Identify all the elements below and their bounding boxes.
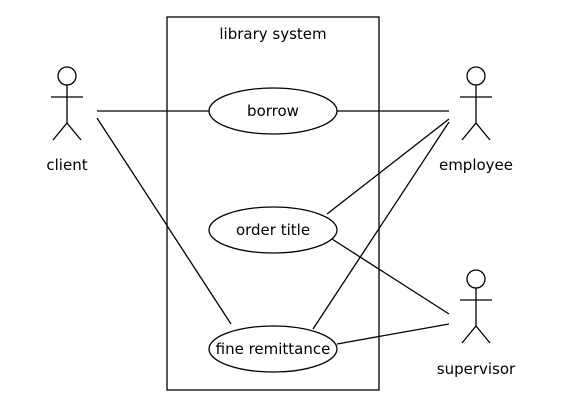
- association-employee-order-title: [326, 118, 450, 215]
- use-case-order-title: order title: [208, 206, 338, 254]
- association-supervisor-order-title: [331, 238, 450, 315]
- stick-figure-icon: [51, 66, 83, 141]
- use-case-label: order title: [236, 221, 310, 239]
- associations: [96, 110, 450, 345]
- stick-figure-icon: [460, 66, 492, 141]
- use-case-label: borrow: [247, 102, 299, 120]
- use-case-label: fine remittance: [216, 340, 331, 358]
- stick-figure-icon: [460, 269, 492, 344]
- use-case-fine-remittance: fine remittance: [208, 325, 338, 373]
- association-client-fine-remittance: [96, 117, 232, 325]
- actor-employee: employee: [439, 66, 513, 174]
- system-boundary: library system: [166, 16, 380, 391]
- actor-client: client: [46, 66, 88, 174]
- use-case-borrow: borrow: [208, 87, 338, 135]
- system-boundary-box: [166, 16, 380, 391]
- actor-label: client: [46, 156, 87, 174]
- system-title: library system: [219, 25, 326, 43]
- use-case-ellipse: [208, 206, 338, 254]
- association-supervisor-fine-remittance: [336, 323, 450, 345]
- actor-label: supervisor: [437, 360, 516, 378]
- association-employee-fine-remittance: [312, 121, 450, 330]
- use-case-ellipse: [208, 325, 338, 373]
- actor-label: employee: [439, 156, 513, 174]
- use-case-ellipse: [208, 87, 338, 135]
- actor-supervisor: supervisor: [437, 269, 516, 378]
